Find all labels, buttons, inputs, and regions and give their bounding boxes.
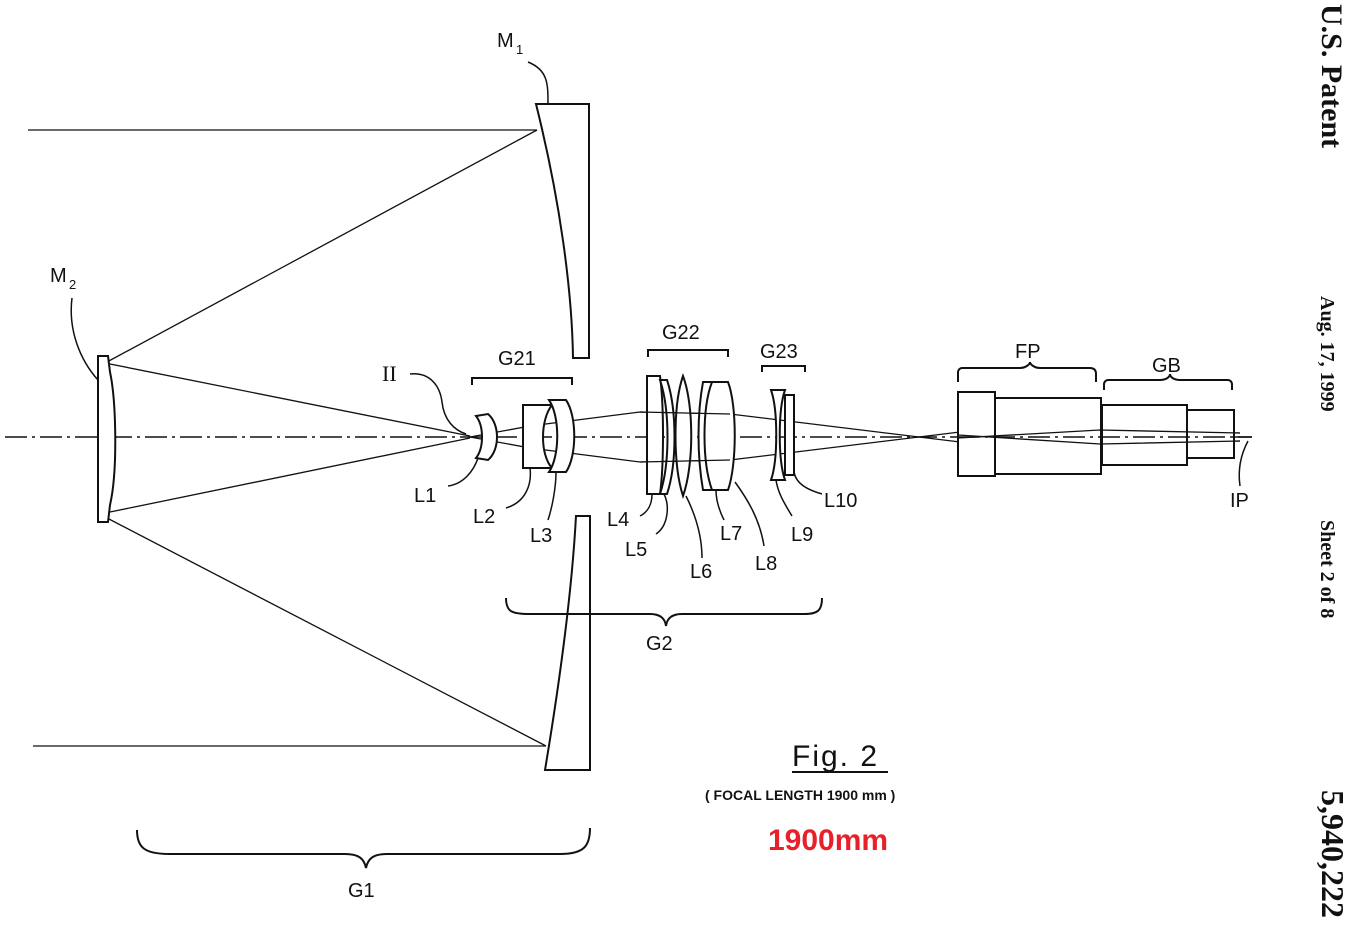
leader-l10 (793, 471, 823, 495)
bracket-gb (1103, 373, 1233, 390)
header-number: 5,940,222 (1315, 790, 1351, 918)
label-g21: G21 (498, 348, 536, 370)
label-l8: L8 (755, 553, 777, 575)
label-l3: L3 (530, 525, 552, 547)
bracket-g1 (136, 827, 591, 869)
header-date: Aug. 17, 1999 (1316, 296, 1338, 412)
leader-m2 (70, 297, 99, 381)
label-g2: G2 (646, 633, 673, 655)
primary-mirror-lower (543, 515, 591, 771)
gb-block (1101, 404, 1188, 466)
figure-subtitle: ( FOCAL LENGTH 1900 mm ) (705, 787, 895, 803)
bracket-fp (957, 361, 1097, 382)
label-m1-sub: 1 (516, 42, 523, 57)
leader-ip (1238, 440, 1249, 487)
leader-l8 (734, 481, 765, 547)
label-g23: G23 (760, 341, 798, 363)
ray-m1-m2-top (106, 129, 538, 363)
lens-l4 (646, 375, 664, 495)
leader-l1 (447, 457, 479, 487)
primary-mirror-upper (534, 103, 590, 359)
label-ip: IP (1230, 490, 1249, 512)
label-l9: L9 (791, 524, 813, 546)
fp-block-front (957, 391, 996, 477)
label-l6: L6 (690, 561, 712, 583)
ray-m2-ii-bottom (109, 437, 471, 513)
header-patent: U.S. Patent (1315, 4, 1348, 148)
label-fp: FP (1015, 341, 1041, 363)
header-sheet: Sheet 2 of 8 (1316, 520, 1338, 618)
label-m1: M (497, 30, 514, 52)
lens-l6 (674, 373, 693, 500)
secondary-mirror (97, 355, 117, 523)
leader-l3 (547, 471, 557, 521)
fp-block-body (994, 397, 1102, 475)
bracket-g23 (761, 365, 806, 372)
label-m2: M (50, 265, 67, 287)
lens-l8 (703, 381, 736, 491)
leader-l4 (639, 493, 653, 517)
label-ii: II (382, 361, 397, 386)
leader-ii (409, 373, 467, 435)
label-l4: L4 (607, 509, 629, 531)
label-m2-sub: 2 (69, 277, 76, 292)
label-l1: L1 (414, 485, 436, 507)
leader-l5 (655, 493, 669, 535)
leader-l7 (715, 489, 725, 521)
label-gb: GB (1152, 355, 1181, 377)
figure-title: Fig. 2 (792, 740, 879, 773)
ray-fp-a (957, 429, 1241, 439)
focal-length-annotation: 1900mm (768, 824, 888, 857)
label-l5: L5 (625, 539, 647, 561)
leader-l9 (775, 479, 793, 517)
ray-fp-b (957, 434, 1241, 445)
label-g22: G22 (662, 322, 700, 344)
label-l2: L2 (473, 506, 495, 528)
leader-l2 (505, 467, 532, 509)
leader-l6 (685, 495, 703, 559)
ray-m1-m2-bottom (106, 517, 547, 747)
lens-l9 (769, 389, 787, 481)
leader-m1 (527, 61, 549, 105)
bracket-g2 (505, 597, 823, 627)
ray-l4l8-a (639, 411, 731, 415)
ray-m2-ii-top (109, 363, 471, 437)
lens-l10 (784, 394, 795, 476)
label-g1: G1 (348, 880, 375, 902)
bracket-g22 (647, 349, 729, 357)
gb-block-end (1186, 409, 1235, 459)
label-l7: L7 (720, 523, 742, 545)
ray-l4l8-b (639, 459, 731, 463)
bracket-g21 (471, 377, 573, 385)
label-l10: L10 (824, 490, 857, 512)
lens-l5 (658, 379, 676, 495)
lens-l3 (547, 399, 576, 473)
lens-l1 (474, 412, 498, 462)
